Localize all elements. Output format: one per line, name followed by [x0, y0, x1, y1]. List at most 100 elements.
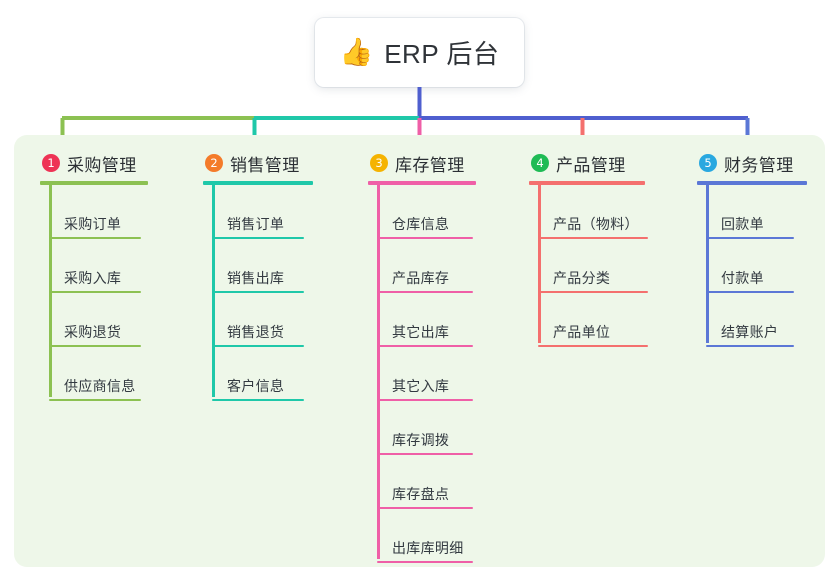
module-item[interactable]: 结算账户	[697, 293, 807, 347]
module-item-label: 产品（物料）	[553, 216, 639, 232]
module-item-underline	[49, 345, 141, 347]
module-item-label: 回款单	[721, 216, 764, 232]
module-item-underline	[538, 345, 648, 347]
module-items-container: 仓库信息产品库存其它出库其它入库库存调拨库存盘点出库库明细	[368, 185, 476, 563]
module-column-1: 1 采购管理采购订单采购入库采购退货供应商信息	[40, 148, 148, 401]
module-item-underline	[706, 237, 794, 239]
module-item[interactable]: 销售出库	[203, 239, 313, 293]
module-item-underline	[377, 453, 473, 455]
module-item-label: 其它入库	[392, 378, 450, 394]
module-item-underline	[538, 237, 648, 239]
module-column-4: 4 产品管理产品（物料） 产品分类产品单位	[529, 148, 648, 347]
module-item-underline	[49, 399, 141, 401]
module-item[interactable]: 采购订单	[40, 185, 148, 239]
module-item-underline	[212, 345, 304, 347]
root-node[interactable]: 👍 ERP 后台	[315, 18, 524, 87]
module-item-underline	[377, 291, 473, 293]
module-item-label: 结算账户	[721, 324, 779, 340]
module-item[interactable]: 产品单位	[529, 293, 648, 347]
module-item-underline	[706, 345, 794, 347]
module-spine	[706, 185, 709, 343]
module-title: 财务管理	[724, 155, 794, 175]
module-item-label: 客户信息	[227, 378, 285, 394]
module-item[interactable]: 产品分类	[529, 239, 648, 293]
module-title: 销售管理	[230, 155, 300, 175]
module-item-list: 产品（物料） 产品分类产品单位	[529, 185, 648, 347]
module-underline	[40, 181, 148, 185]
module-item-label: 采购入库	[64, 270, 122, 286]
module-number-badge: 5	[699, 154, 717, 172]
root-title: ERP 后台	[384, 39, 500, 69]
module-item-underline	[212, 291, 304, 293]
module-header-5[interactable]: 5 财务管理	[697, 148, 807, 178]
module-item-label: 产品库存	[392, 270, 450, 286]
module-item-list: 采购订单采购入库采购退货供应商信息	[40, 185, 148, 401]
module-title: 库存管理	[395, 155, 465, 175]
module-items-container: 采购订单采购入库采购退货供应商信息	[40, 185, 148, 401]
module-item[interactable]: 库存盘点	[368, 455, 476, 509]
module-item[interactable]: 出库库明细	[368, 509, 476, 563]
module-underline	[368, 181, 476, 185]
modules-panel	[14, 135, 825, 567]
module-item-label: 供应商信息	[64, 378, 136, 394]
module-item-label: 采购退货	[64, 324, 122, 340]
module-header-1[interactable]: 1 采购管理	[40, 148, 148, 178]
module-number-badge: 2	[205, 154, 223, 172]
module-item-label: 销售订单	[227, 216, 285, 232]
module-item[interactable]: 采购退货	[40, 293, 148, 347]
module-item[interactable]: 仓库信息	[368, 185, 476, 239]
module-item-label: 付款单	[721, 270, 764, 286]
module-item[interactable]: 销售退货	[203, 293, 313, 347]
module-item-label: 销售出库	[227, 270, 285, 286]
module-number-badge: 4	[531, 154, 549, 172]
module-item[interactable]: 供应商信息	[40, 347, 148, 401]
module-item[interactable]: 回款单	[697, 185, 807, 239]
module-item-underline	[377, 399, 473, 401]
module-item[interactable]: 销售订单	[203, 185, 313, 239]
module-item-label: 采购订单	[64, 216, 122, 232]
module-column-2: 2 销售管理销售订单销售出库销售退货客户信息	[203, 148, 313, 401]
module-items-container: 回款单付款单结算账户	[697, 185, 807, 347]
module-item-underline	[706, 291, 794, 293]
module-title: 产品管理	[556, 155, 626, 175]
module-item-underline	[49, 291, 141, 293]
module-item-list: 回款单付款单结算账户	[697, 185, 807, 347]
module-item-label: 其它出库	[392, 324, 450, 340]
module-spine	[377, 185, 380, 559]
module-item-label: 库存盘点	[392, 486, 450, 502]
module-underline	[203, 181, 313, 185]
module-item-underline	[377, 237, 473, 239]
module-underline	[697, 181, 807, 185]
module-item[interactable]: 产品库存	[368, 239, 476, 293]
module-title: 采购管理	[67, 155, 137, 175]
module-column-5: 5 财务管理回款单付款单结算账户	[697, 148, 807, 347]
module-spine	[538, 185, 541, 343]
module-item-underline	[377, 561, 473, 563]
module-item-label: 库存调拨	[392, 432, 450, 448]
module-number-badge: 1	[42, 154, 60, 172]
module-item[interactable]: 其它入库	[368, 347, 476, 401]
module-item[interactable]: 产品（物料）	[529, 185, 648, 239]
module-item-label: 出库库明细	[392, 540, 464, 556]
module-items-container: 产品（物料） 产品分类产品单位	[529, 185, 648, 347]
module-header-2[interactable]: 2 销售管理	[203, 148, 313, 178]
module-item[interactable]: 付款单	[697, 239, 807, 293]
module-item[interactable]: 采购入库	[40, 239, 148, 293]
module-item-underline	[538, 291, 648, 293]
module-item-underline	[377, 345, 473, 347]
module-item[interactable]: 客户信息	[203, 347, 313, 401]
module-item-underline	[377, 507, 473, 509]
module-item-underline	[212, 237, 304, 239]
module-item-label: 仓库信息	[392, 216, 450, 232]
module-item[interactable]: 其它出库	[368, 293, 476, 347]
module-header-4[interactable]: 4 产品管理	[529, 148, 645, 178]
module-item-list: 仓库信息产品库存其它出库其它入库库存调拨库存盘点出库库明细	[368, 185, 476, 563]
thumbs-up-icon: 👍	[339, 37, 374, 67]
module-item-list: 销售订单销售出库销售退货客户信息	[203, 185, 313, 401]
module-item-underline	[49, 237, 141, 239]
module-item[interactable]: 库存调拨	[368, 401, 476, 455]
module-item-underline	[212, 399, 304, 401]
